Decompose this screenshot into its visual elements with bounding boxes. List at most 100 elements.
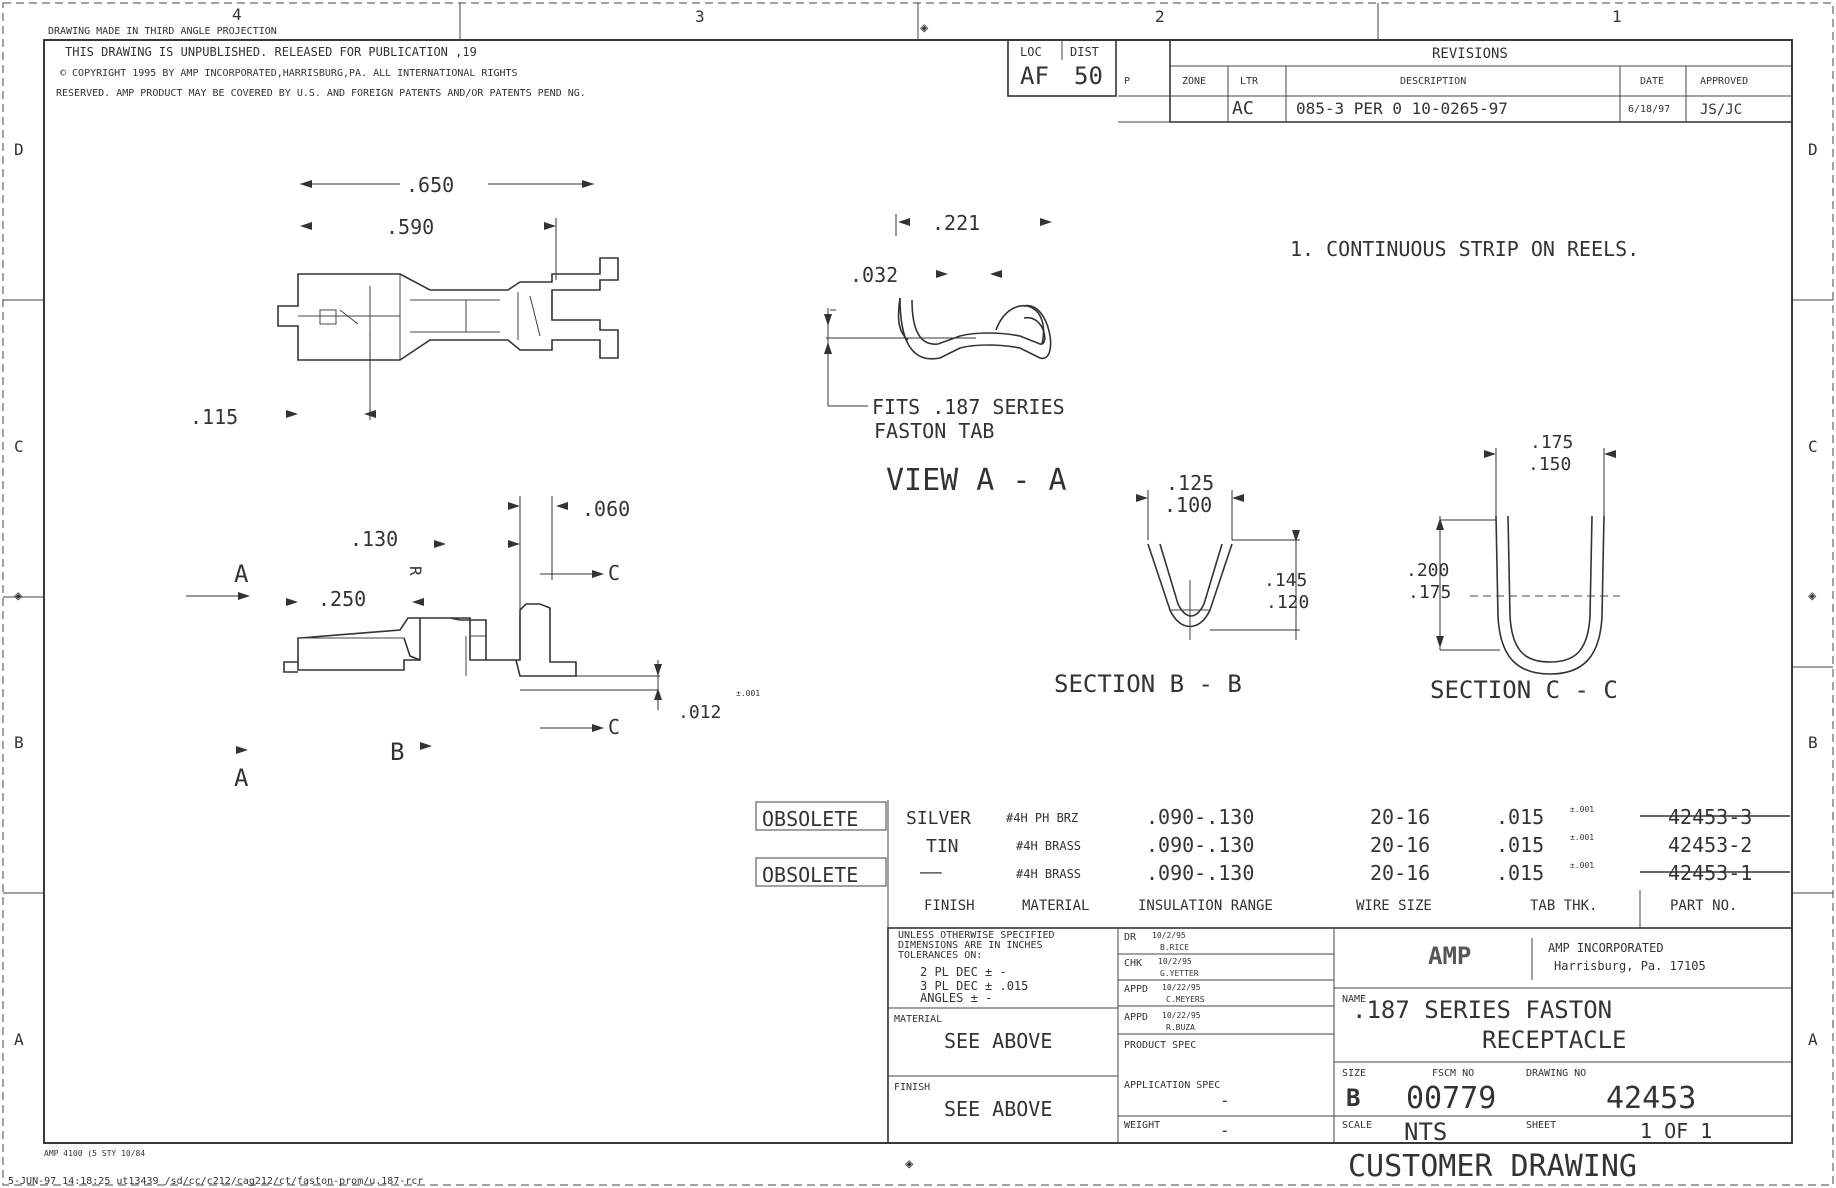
tolerance-line-2: DIMENSIONS ARE IN INCHES <box>898 940 1043 951</box>
rev-header-description: DESCRIPTION <box>1400 76 1466 87</box>
tolerance-line-1: UNLESS OTHERWISE SPECIFIED <box>898 930 1055 941</box>
dim-250: .250 <box>318 587 366 611</box>
rev-row-approved: JS/JC <box>1700 102 1742 118</box>
zone-letter-a-right: A <box>1808 1030 1818 1049</box>
fits-line-1: FITS .187 SERIES <box>872 395 1065 419</box>
part-row-3: 42453-1 <box>1668 861 1752 885</box>
section-bb: .125 .100 .145 .120 SECTION B - B <box>1054 471 1309 698</box>
appd1-label: APPD <box>1124 984 1148 995</box>
note-1: 1. CONTINUOUS STRIP ON REELS. <box>1290 237 1639 261</box>
zone-number-2: 2 <box>1155 7 1165 26</box>
sheet-label: SHEET <box>1526 1120 1556 1131</box>
size-value: B <box>1346 1084 1360 1112</box>
cc-dim-side2: .175 <box>1408 582 1451 603</box>
rev-row-ltr: AC <box>1232 98 1254 119</box>
top-view: .650 .590 .115 <box>190 173 619 429</box>
company-name: AMP INCORPORATED <box>1548 941 1664 955</box>
rev-header-ltr: LTR <box>1240 76 1259 87</box>
label-c-bottom: C <box>608 715 620 739</box>
p-label: P <box>1124 76 1130 87</box>
zone-number-1: 1 <box>1612 7 1622 26</box>
application-spec-label: APPLICATION SPEC <box>1124 1080 1220 1091</box>
loc-label: LOC <box>1020 45 1042 59</box>
dr-date: 10/2/95 <box>1152 931 1186 940</box>
copyright-line-3: RESERVED. AMP PRODUCT MAY BE COVERED BY … <box>56 88 586 99</box>
dist-label: DIST <box>1070 45 1099 59</box>
zone-letter-d-left: D <box>14 140 24 159</box>
parts-table: OBSOLETE OBSOLETE SILVER #4H PH BRZ .090… <box>755 800 1792 929</box>
name-line-2: RECEPTACLE <box>1482 1026 1627 1054</box>
chk-name: G.YETTER <box>1160 969 1199 978</box>
material-row-2: #4H BRASS <box>1016 839 1081 853</box>
label-a-bottom: A <box>234 764 249 792</box>
dr-name: B.RICE <box>1160 943 1189 952</box>
projection-note: DRAWING MADE IN THIRD ANGLE PROJECTION <box>48 26 277 37</box>
material-label: MATERIAL <box>894 1014 942 1025</box>
tab-tol-row-2: ±.001 <box>1570 833 1594 842</box>
section-cc: .175 .150 .200 .175 SECTION C - C <box>1406 432 1620 704</box>
insulation-row-1: .090-.130 <box>1146 805 1254 829</box>
dim-060: .060 <box>582 497 630 521</box>
revisions-title: REVISIONS <box>1432 46 1508 62</box>
scale-value: NTS <box>1404 1118 1447 1146</box>
tolerance-line-5: 3 PL DEC ± .015 <box>920 979 1028 993</box>
dr-label: DR <box>1124 932 1137 943</box>
title-block: UNLESS OTHERWISE SPECIFIED DIMENSIONS AR… <box>887 927 1793 1146</box>
tolerance-line-4: 2 PL DEC ± - <box>920 965 1007 979</box>
part-row-1: 42453-3 <box>1668 805 1752 829</box>
material-value: SEE ABOVE <box>944 1029 1052 1053</box>
header-insulation: INSULATION RANGE <box>1138 898 1273 914</box>
section-bb-label: SECTION B - B <box>1054 670 1242 698</box>
appd2-label: APPD <box>1124 1012 1148 1023</box>
label-c-top: C <box>608 561 620 585</box>
center-mark-top: ◈ <box>920 20 929 36</box>
company-city: Harrisburg, Pa. 17105 <box>1554 959 1706 973</box>
view-aa: .221 .032 FITS .187 SERIES FASTON TAB VI… <box>824 211 1067 498</box>
cc-dim-top1: .175 <box>1530 432 1573 453</box>
side-view: .060 .130 R A .250 C .012 ±.001 C <box>186 496 760 792</box>
label-a-top: A <box>234 560 249 588</box>
material-row-1: #4H PH BRZ <box>1006 811 1078 825</box>
dim-221: .221 <box>932 211 980 235</box>
plot-info: 5-JUN-97 14:18:25 ut13439 /sd/cc/c212/ca… <box>8 1176 423 1187</box>
appd1-name: C.MEYERS <box>1166 995 1205 1004</box>
dim-590: .590 <box>386 215 434 239</box>
finish-label: FINISH <box>894 1082 930 1093</box>
r-label: R <box>406 566 425 576</box>
finish-row-1: SILVER <box>906 808 971 829</box>
center-mark-left: ◈ <box>14 588 23 604</box>
zone-letter-b-left: B <box>14 733 24 752</box>
dim-115: .115 <box>190 405 238 429</box>
tab-row-1: .015 <box>1496 805 1544 829</box>
appd1-date: 10/22/95 <box>1162 983 1201 992</box>
zone-letter-b-right: B <box>1808 733 1818 752</box>
fscm-value: 00779 <box>1406 1081 1496 1116</box>
cc-dim-side1: .200 <box>1406 560 1449 581</box>
wire-row-1: 20-16 <box>1370 805 1430 829</box>
header-material: MATERIAL <box>1022 898 1089 914</box>
dim-650: .650 <box>406 173 454 197</box>
tab-row-3: .015 <box>1496 861 1544 885</box>
bb-dim-top2: .100 <box>1164 493 1212 517</box>
tolerance-line-6: ANGLES ± - <box>920 991 992 1005</box>
finish-row-3: —— <box>920 862 942 883</box>
cc-dim-top2: .150 <box>1528 454 1571 475</box>
rev-header-approved: APPROVED <box>1700 76 1748 87</box>
product-spec-label: PRODUCT SPEC <box>1124 1040 1196 1051</box>
view-aa-label: VIEW A - A <box>886 463 1067 498</box>
center-mark-right: ◈ <box>1808 588 1817 604</box>
dist-value: 50 <box>1074 62 1103 90</box>
rev-row-description: 085-3 PER 0 10-0265-97 <box>1296 99 1508 118</box>
label-b: B <box>390 738 404 766</box>
drawing-no-value: 42453 <box>1606 1081 1696 1116</box>
customer-drawing: CUSTOMER DRAWING <box>1348 1149 1637 1184</box>
finish-value: SEE ABOVE <box>944 1097 1052 1121</box>
section-cc-label: SECTION C - C <box>1430 676 1618 704</box>
tab-tol-row-1: ±.001 <box>1570 805 1594 814</box>
wire-row-3: 20-16 <box>1370 861 1430 885</box>
zone-number-4: 4 <box>232 5 242 24</box>
bb-dim-top1: .125 <box>1166 471 1214 495</box>
bb-dim-side2: .120 <box>1266 592 1309 613</box>
finish-row-2: TIN <box>926 836 959 857</box>
